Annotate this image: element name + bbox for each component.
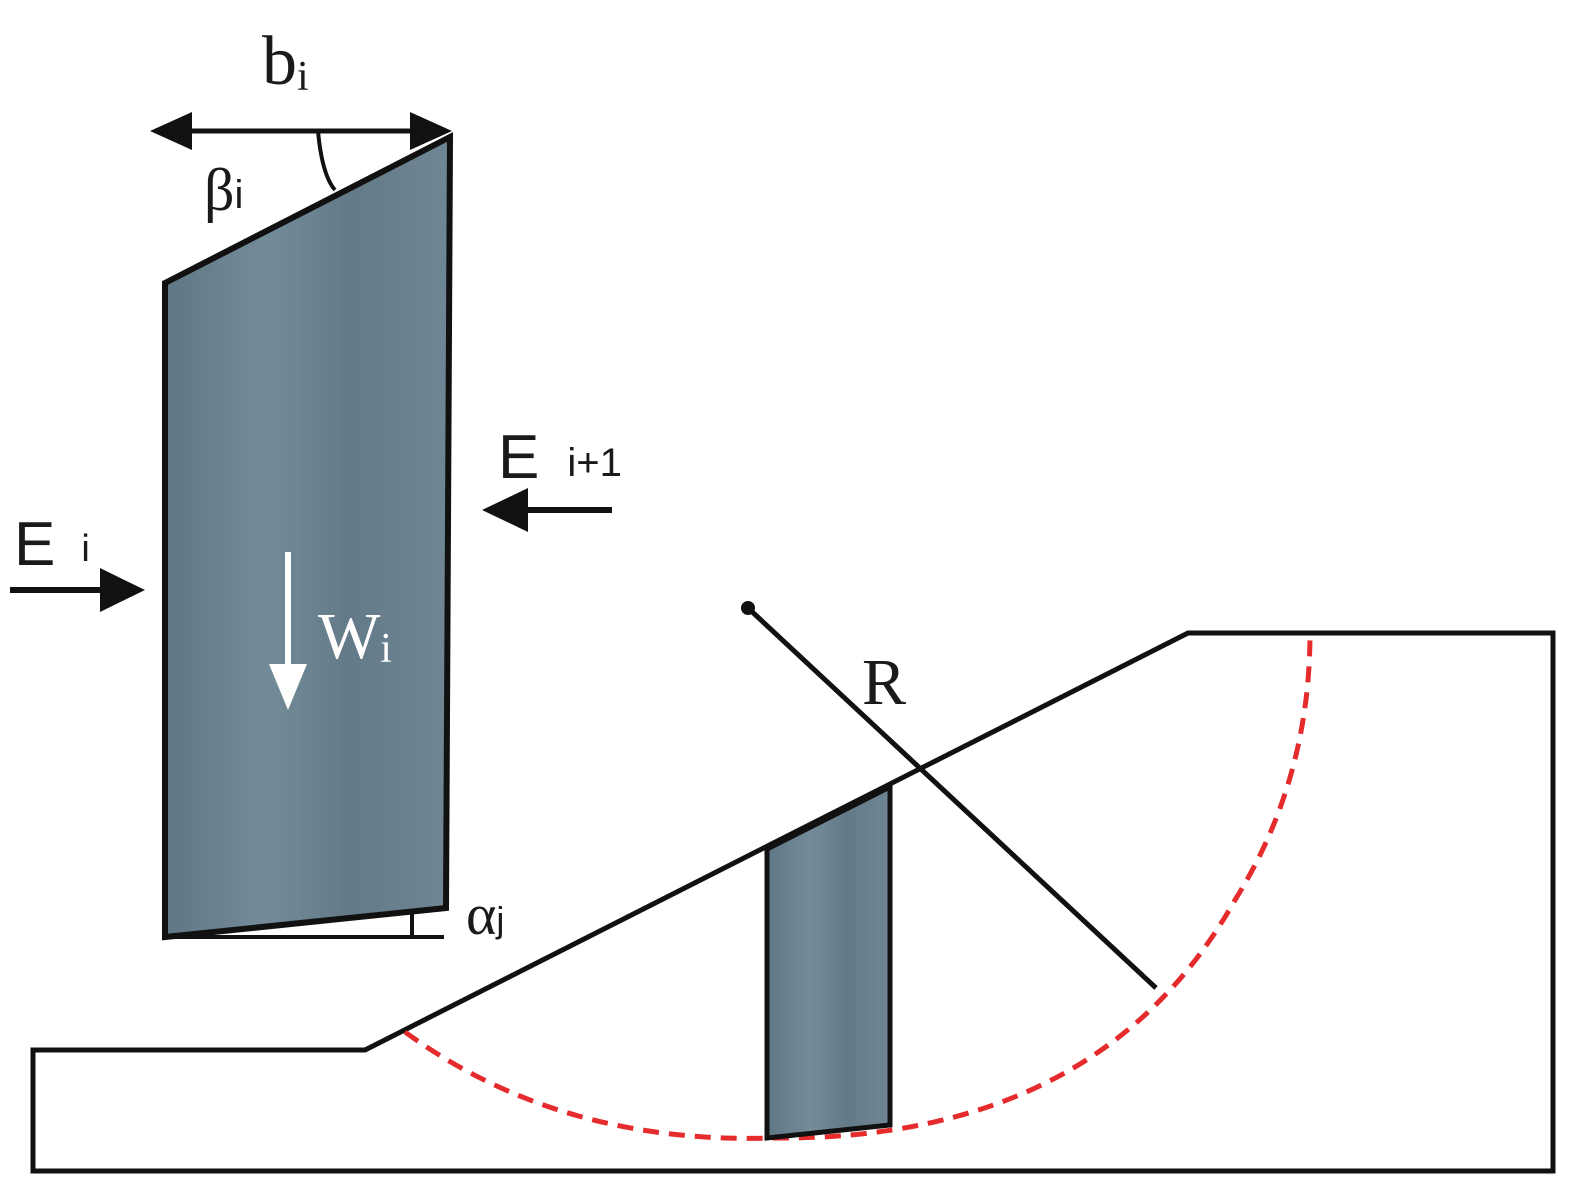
- radius-label: R: [862, 646, 906, 719]
- slip-surface-arc: [403, 632, 1313, 1141]
- force-right-arrow-head: [482, 488, 528, 532]
- radius-line: [746, 606, 1158, 990]
- slope-profile-outline: [30, 630, 1556, 1174]
- base-angle-label: αj: [466, 882, 504, 947]
- top-angle-arc: [316, 130, 337, 192]
- width-arrow-right-head: [410, 112, 452, 150]
- circle-centre-point: [741, 601, 755, 615]
- width-label: bi: [262, 23, 309, 100]
- weight-label: Wi: [318, 600, 392, 673]
- slope-slice: [764, 782, 893, 1141]
- force-left-arrow-head: [100, 568, 145, 612]
- isolated-slice: [162, 132, 454, 941]
- top-angle-label: βi: [204, 157, 243, 223]
- weight-arrow-head: [269, 664, 307, 710]
- width-arrow-left-head: [150, 112, 192, 150]
